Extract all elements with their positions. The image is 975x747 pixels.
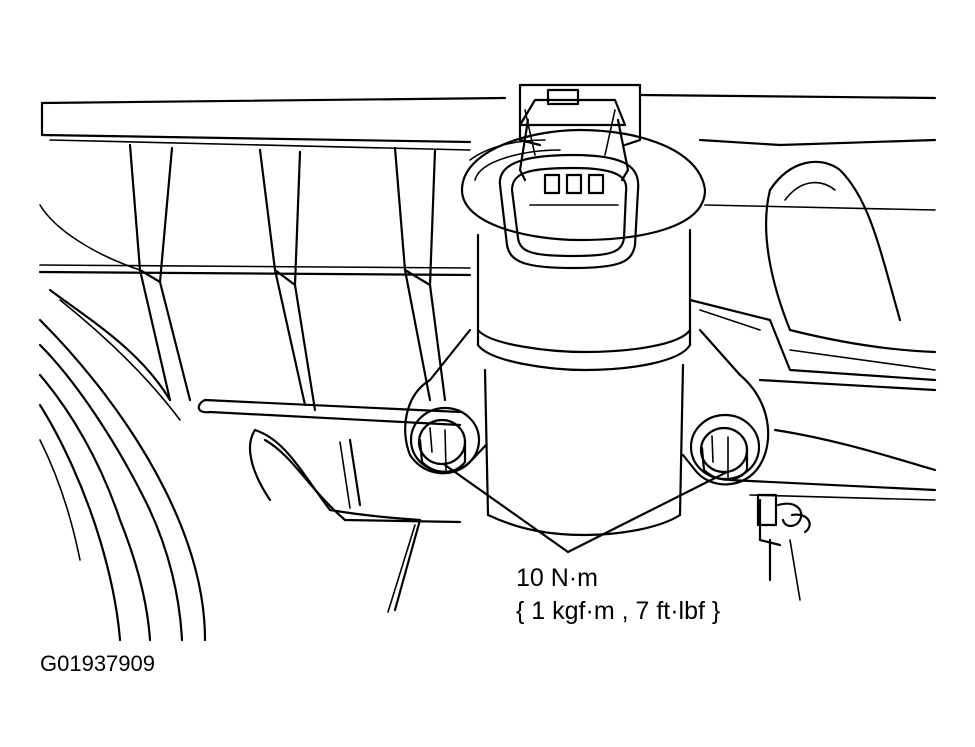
valve-body	[404, 128, 770, 537]
torque-alt-units: { 1 kgf·m , 7 ft·lbf }	[516, 597, 721, 625]
torque-value: 10 N·m	[516, 564, 598, 592]
wire-clip	[756, 493, 811, 601]
electrical-connector	[498, 83, 642, 270]
right-hose	[638, 93, 937, 501]
figure-id: G01937909	[40, 651, 155, 676]
left-hoses	[38, 318, 207, 642]
intake-duct-housing	[38, 96, 507, 613]
callout-leaders	[443, 463, 729, 554]
